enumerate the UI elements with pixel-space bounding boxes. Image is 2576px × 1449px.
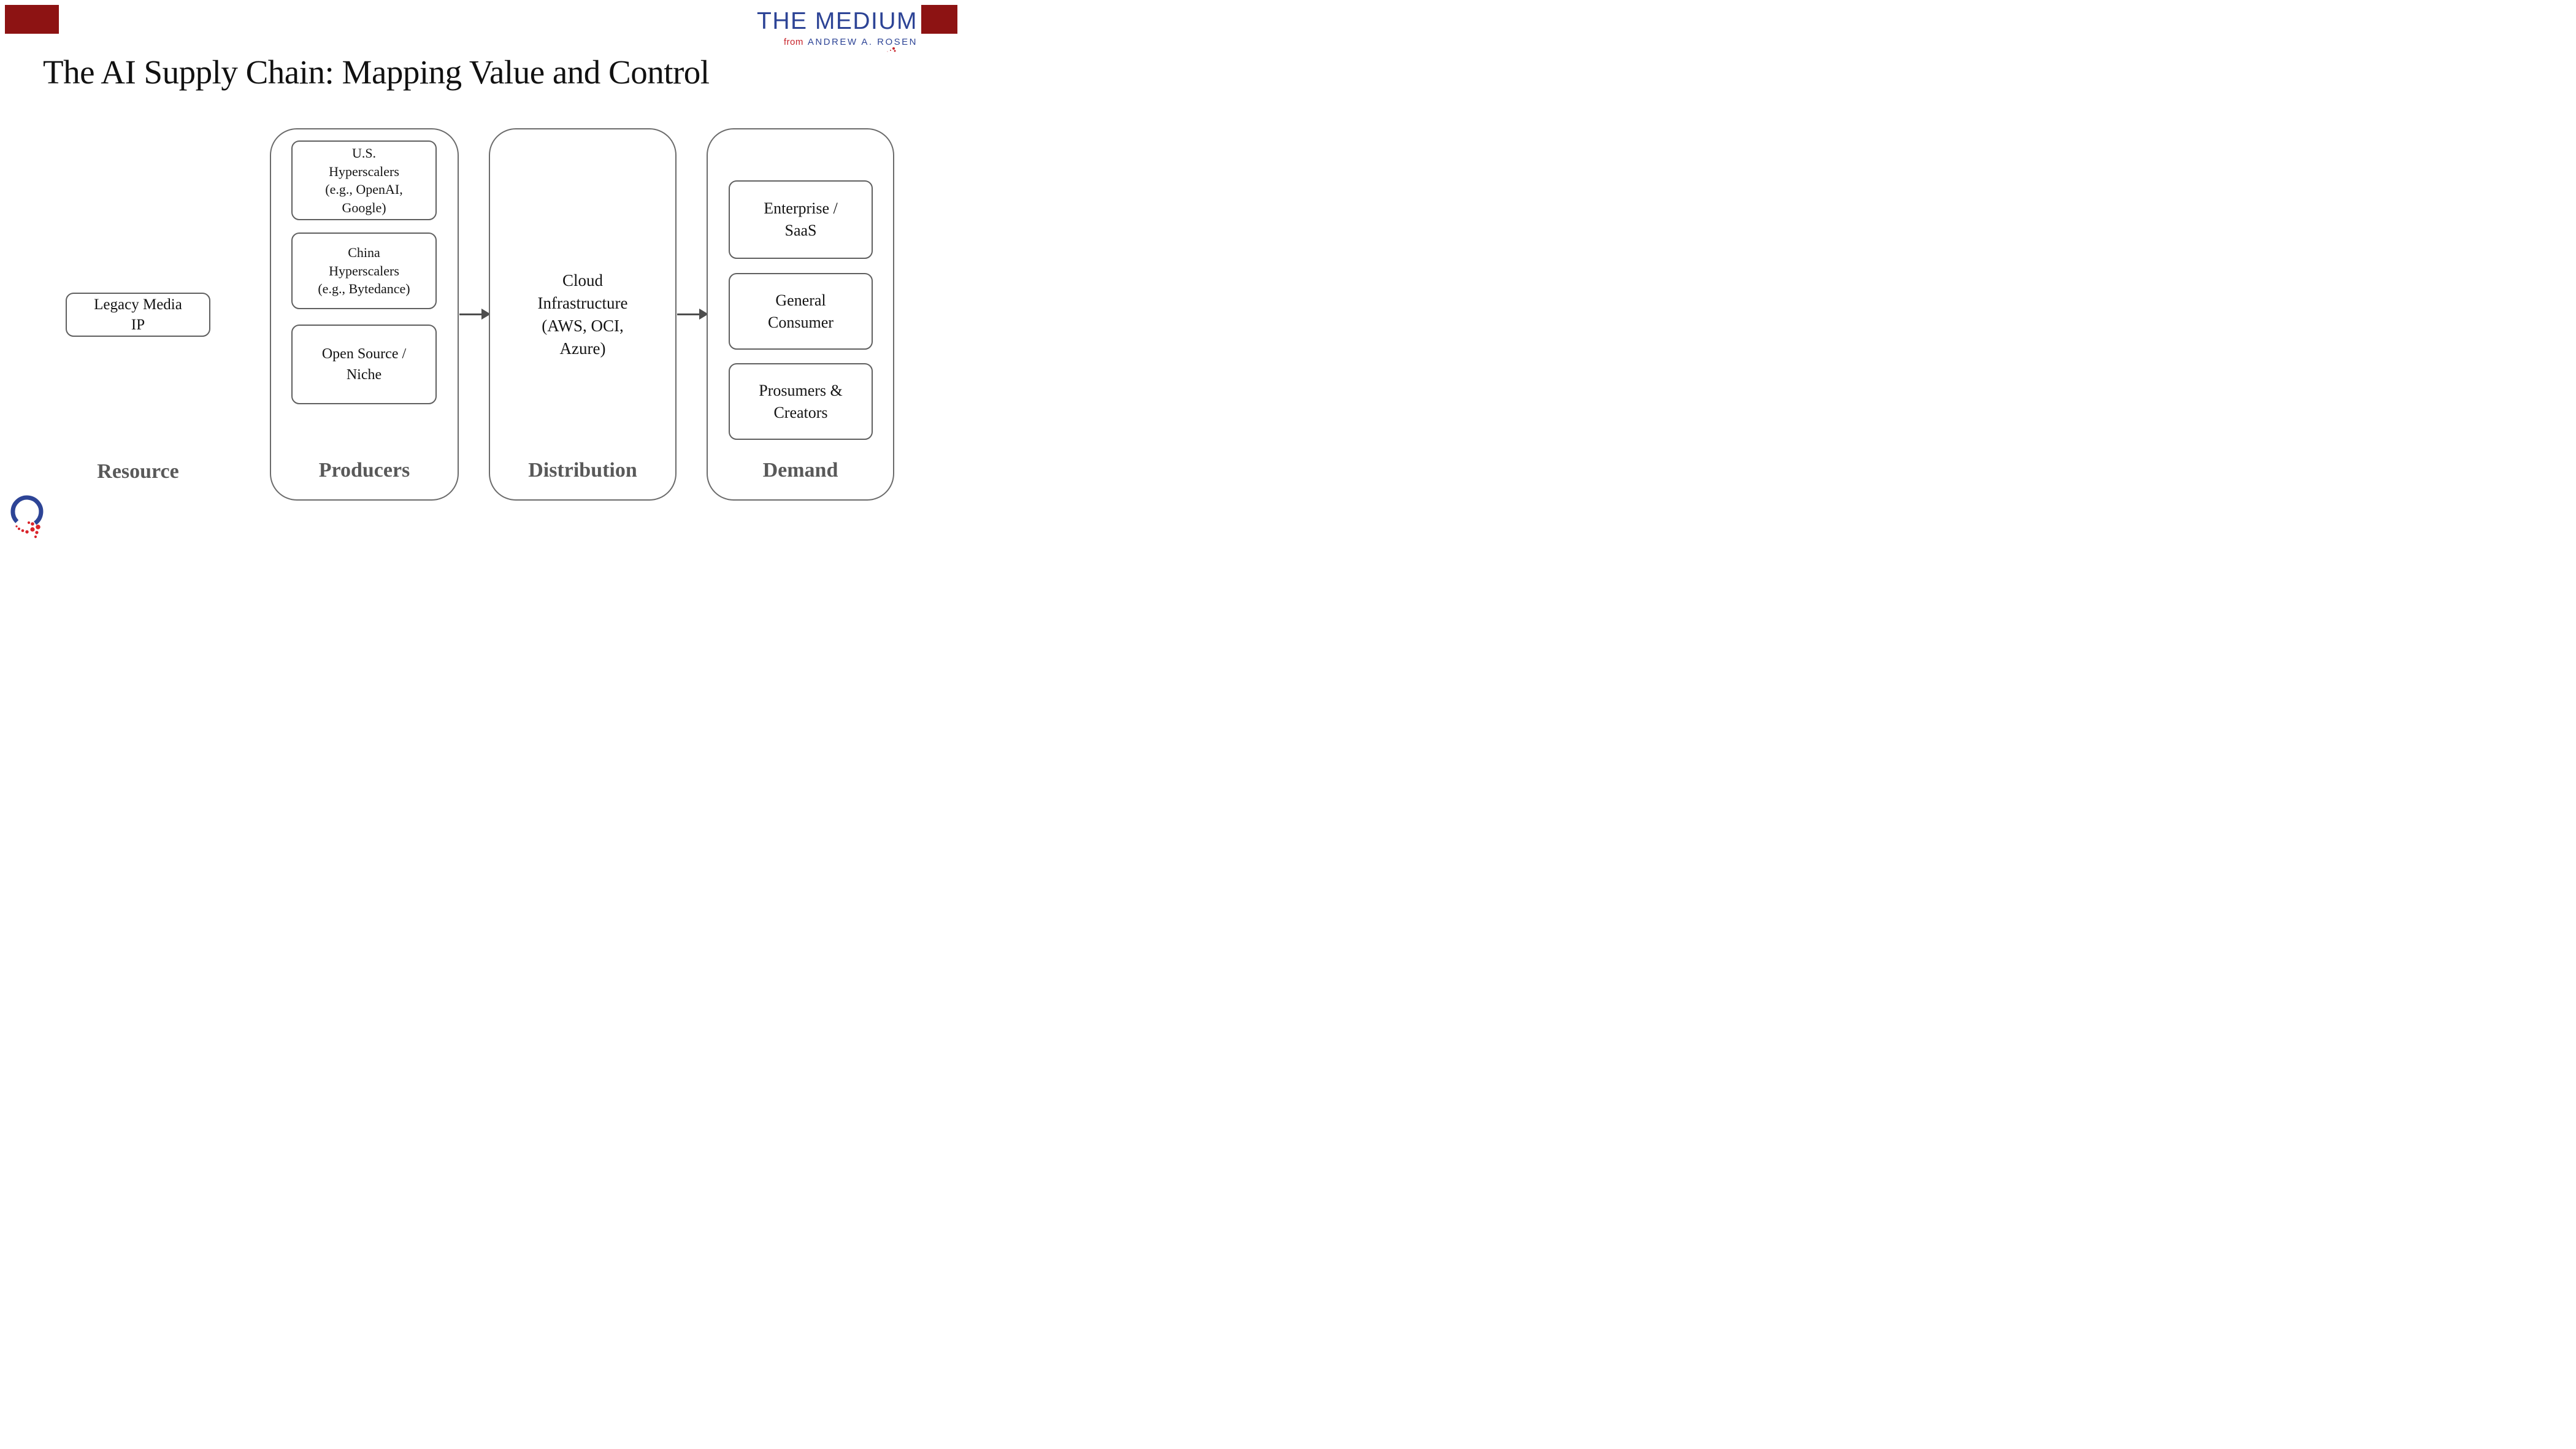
box-line: SaaS (784, 221, 817, 239)
arrowhead-right-icon (699, 309, 708, 320)
box-line: U.S. (351, 145, 377, 161)
box-line: Cloud (562, 271, 603, 290)
box-line: Hyperscalers (329, 163, 399, 179)
box-china-hyperscalers: China Hyperscalers (e.g., Bytedance) (291, 233, 437, 309)
box-line: Consumer (768, 313, 834, 331)
box-line: (AWS, OCI, (542, 316, 624, 335)
box-legacy-media-ip: Legacy Media IP (66, 293, 210, 337)
box-general-consumer: General Consumer (729, 273, 873, 350)
slide-canvas: THE MEDIUM from ANDREW A. ROSEN The AI Su… (0, 0, 962, 541)
box-prosumers-creators: Prosumers & Creators (729, 363, 873, 440)
column-label-demand: Demand (762, 459, 838, 482)
arrow-distribution-to-demand (677, 313, 700, 315)
box-us-hyperscalers: U.S. Hyperscalers (e.g., OpenAI, Google) (291, 140, 437, 220)
box-line: China (348, 245, 380, 261)
medium-circle-logo-icon (10, 495, 44, 539)
box-line: Infrastructure (537, 293, 628, 312)
box-line: IP (131, 317, 145, 333)
brand-subtitle: from ANDREW A. ROSEN (757, 36, 918, 50)
box-line: Prosumers & (759, 381, 843, 399)
brand-author-name: ANDREW A. ROSEN (807, 37, 918, 47)
column-label-producers: Producers (318, 459, 410, 482)
box-line: Google) (342, 199, 386, 215)
box-line: (e.g., OpenAI, (325, 182, 403, 197)
box-line: Legacy Media (94, 296, 182, 313)
box-cloud-infrastructure: Cloud Infrastructure (AWS, OCI, Azure) (495, 129, 670, 499)
page-title: The AI Supply Chain: Mapping Value and C… (43, 53, 710, 91)
container-distribution: Cloud Infrastructure (AWS, OCI, Azure) D… (489, 128, 677, 501)
brand-title: THE MEDIUM (757, 8, 918, 34)
box-line: Hyperscalers (329, 263, 399, 279)
corner-redaction-left (5, 5, 59, 34)
column-label-resource: Resource (97, 460, 179, 483)
container-producers: U.S. Hyperscalers (e.g., OpenAI, Google)… (270, 128, 459, 501)
arrow-producers-to-distribution (459, 313, 483, 315)
corner-redaction-right (921, 5, 957, 34)
box-line: Azure) (559, 339, 606, 358)
box-line: General (775, 291, 826, 309)
container-demand: Enterprise / SaaS General Consumer Prosu… (707, 128, 894, 501)
brand-from-word: from (783, 37, 803, 47)
arrowhead-right-icon (481, 309, 491, 320)
column-label-distribution: Distribution (528, 459, 637, 482)
box-line: Open Source / (321, 346, 407, 362)
box-enterprise-saas: Enterprise / SaaS (729, 180, 873, 259)
box-line: Niche (346, 367, 382, 383)
logo-dots-on-o-icon (892, 47, 895, 50)
box-line: Creators (773, 403, 828, 421)
brand-logo: THE MEDIUM from ANDREW A. ROSEN (757, 7, 918, 50)
box-open-source-niche: Open Source / Niche (291, 325, 437, 404)
box-line: (e.g., Bytedance) (318, 281, 410, 297)
box-line: Enterprise / (764, 199, 838, 217)
